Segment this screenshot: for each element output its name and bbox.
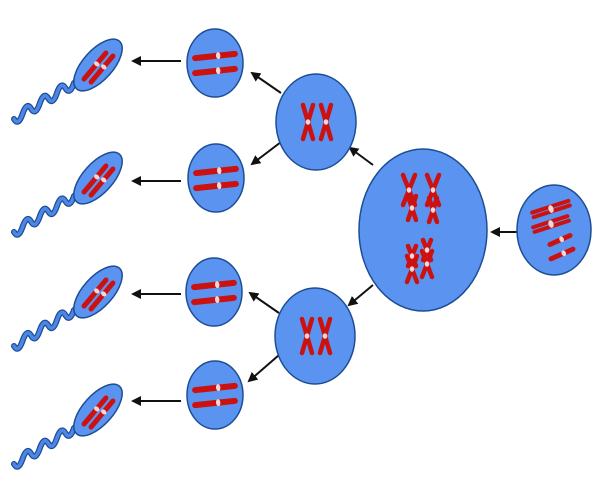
centromere xyxy=(430,207,436,213)
chromosome xyxy=(548,246,576,262)
x-chromosome xyxy=(426,195,440,225)
centromere xyxy=(548,220,554,228)
centromere xyxy=(424,247,430,253)
sperm-cell xyxy=(11,38,123,125)
arrow-secondary-top-to-spermatid-2 xyxy=(250,141,282,166)
x-chromosome xyxy=(405,243,419,269)
arrow-secondary-bottom-to-spermatid-3 xyxy=(248,291,280,314)
centromere xyxy=(101,291,107,297)
centromere xyxy=(216,182,222,190)
chromosome xyxy=(81,395,109,427)
arrow-secondary-bottom-to-spermatid-4 xyxy=(247,354,280,383)
cell-membrane xyxy=(274,287,356,385)
chromosome xyxy=(81,163,109,195)
arrow-large-to-secondary-bottom xyxy=(347,284,374,307)
chromosome xyxy=(530,198,572,220)
spermatid xyxy=(186,28,244,98)
centromere xyxy=(323,119,329,125)
centromere xyxy=(101,177,107,183)
parent-cell xyxy=(516,184,592,276)
chromosome xyxy=(88,398,116,430)
flagellum xyxy=(12,194,76,237)
flagellum xyxy=(12,81,76,124)
chromosome xyxy=(547,233,573,247)
cell-membrane xyxy=(186,360,244,430)
cell-membrane xyxy=(358,148,488,312)
flagellum xyxy=(12,426,76,469)
centromere xyxy=(94,406,100,412)
arrow-layer xyxy=(131,56,517,406)
centromere xyxy=(215,399,221,407)
cell-membrane xyxy=(185,257,243,327)
spermatid xyxy=(186,360,244,430)
meiosis-one-cell xyxy=(358,148,488,312)
chromosome xyxy=(88,280,116,312)
flagellum xyxy=(12,308,76,351)
cell-membrane xyxy=(275,73,357,171)
chromosome xyxy=(192,65,238,77)
sperm-cell xyxy=(11,383,123,470)
centromere xyxy=(561,250,567,257)
x-chromosome xyxy=(300,102,316,142)
chromosome xyxy=(192,382,238,394)
chromosome xyxy=(531,214,571,234)
chromosome xyxy=(193,165,239,177)
chromosome xyxy=(192,397,238,409)
spermatid xyxy=(187,143,245,213)
centromere xyxy=(548,205,554,213)
centromere xyxy=(322,333,328,339)
x-chromosome xyxy=(299,316,315,356)
centromere xyxy=(409,266,415,272)
chromosome xyxy=(88,166,116,198)
x-chromosome xyxy=(405,193,419,223)
chromosome xyxy=(192,50,238,62)
cell-membrane xyxy=(186,28,244,98)
centromere xyxy=(430,187,436,193)
centromere xyxy=(94,288,100,294)
centromere xyxy=(215,52,221,60)
centromere xyxy=(559,236,564,243)
centromere xyxy=(215,67,221,75)
centromere xyxy=(94,61,100,67)
secondary-cell xyxy=(275,73,357,171)
centromere xyxy=(409,205,415,211)
cell-layer xyxy=(11,28,592,470)
cell-membrane xyxy=(516,184,592,276)
centromere xyxy=(94,174,100,180)
arrow-large-to-secondary-top xyxy=(348,146,374,166)
chromosome xyxy=(191,279,237,291)
centromere xyxy=(305,119,311,125)
centromere xyxy=(406,187,412,193)
chromosome xyxy=(193,180,239,192)
centromere xyxy=(215,384,221,392)
centromere xyxy=(409,253,415,259)
arrow-secondary-top-to-spermatid-1 xyxy=(250,71,282,94)
spermatid xyxy=(185,257,243,327)
centromere xyxy=(214,296,220,304)
centromere xyxy=(101,64,107,70)
centromere xyxy=(214,281,220,289)
secondary-cell xyxy=(274,287,356,385)
centromere xyxy=(101,409,107,415)
cell-membrane xyxy=(187,143,245,213)
x-chromosome xyxy=(318,102,334,142)
chromosome xyxy=(81,50,109,82)
x-chromosome xyxy=(317,316,333,356)
sperm-cell xyxy=(11,265,123,352)
centromere xyxy=(216,167,222,175)
chromosome xyxy=(191,294,237,306)
sperm-cell xyxy=(11,151,123,238)
centromere xyxy=(304,333,310,339)
x-chromosome xyxy=(420,237,434,263)
centromere xyxy=(424,261,430,267)
chromosome xyxy=(81,277,109,309)
chromosome xyxy=(88,53,116,85)
